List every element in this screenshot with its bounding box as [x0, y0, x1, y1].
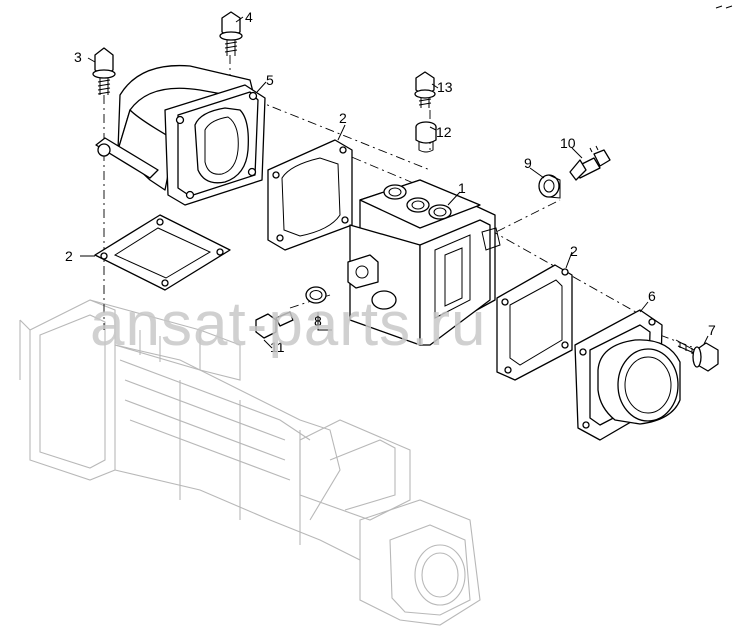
gasket-part-2-right: [496, 264, 573, 381]
bolt-part-4: [219, 11, 243, 56]
callout-9: 9: [524, 155, 532, 171]
bolt-part-3: [92, 47, 116, 95]
valve-body-part-1: [347, 179, 501, 346]
bolt-part-13: [414, 71, 436, 108]
callout-numbers: 1 2 2 2 3 4 5 6 7 8 9 10 11 12 13: [65, 9, 716, 355]
callout-6: 6: [648, 288, 656, 304]
callout-10: 10: [560, 135, 576, 151]
callout-2-right: 2: [570, 243, 578, 259]
corner-mark: [715, 5, 733, 9]
gasket-part-2-left: [94, 214, 231, 291]
callout-2-left: 2: [65, 248, 73, 264]
callout-3: 3: [74, 49, 82, 65]
air-fitting-part-10: [569, 145, 611, 181]
bolt-part-7: [675, 339, 719, 372]
o-ring-part-8: [305, 286, 332, 331]
callout-12: 12: [436, 124, 452, 140]
fitting-part-11: [255, 311, 294, 349]
gasket-part-2-upper: [267, 139, 353, 251]
callout-4: 4: [245, 9, 253, 25]
washer-part-9: [538, 174, 561, 199]
plug-part-12: [415, 121, 437, 153]
callout-1: 1: [458, 180, 466, 196]
callout-8: 8: [314, 313, 322, 329]
callout-5: 5: [266, 72, 274, 88]
callout-13: 13: [437, 79, 453, 95]
callout-7: 7: [708, 322, 716, 338]
exhaust-manifold-ghost: [19, 299, 481, 626]
outlet-flange-part-6: [574, 309, 681, 441]
callout-2-upper: 2: [339, 110, 347, 126]
watermark-text: ansat-parts.ru: [90, 290, 487, 359]
callout-11: 11: [270, 339, 285, 355]
leader-lines: [80, 16, 709, 345]
elbow-flange-part-5: [95, 64, 266, 206]
